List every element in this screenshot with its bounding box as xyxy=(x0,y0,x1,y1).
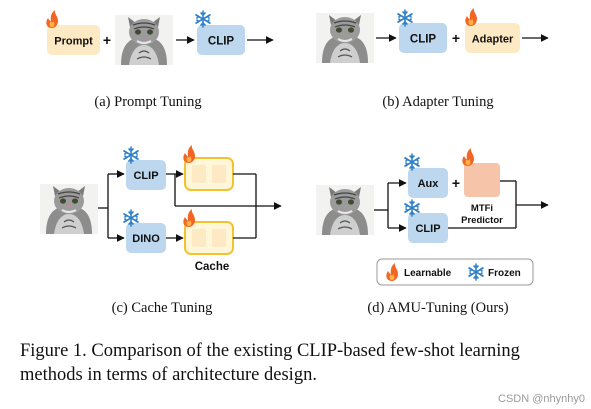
clip-box xyxy=(197,25,245,55)
figure-caption: Figure 1. Comparison of the existing CLI… xyxy=(20,341,520,385)
legend-learnable-label: Learnable xyxy=(404,268,452,279)
adapter-label: Adapter xyxy=(472,34,514,46)
panel-c: CLIP DINO Cache xyxy=(39,145,282,273)
cat-image xyxy=(39,183,99,235)
flame-icon xyxy=(465,8,477,26)
cache-slot xyxy=(192,229,206,247)
clip-box xyxy=(399,23,447,53)
watermark: CSDN @nhynhy0 xyxy=(498,393,585,405)
clip-label: CLIP xyxy=(208,36,235,48)
panel-a-caption: (a) Prompt Tuning xyxy=(94,94,201,110)
panel-a: Prompt + CLIP xyxy=(46,10,274,66)
flame-icon xyxy=(183,145,195,163)
aux-label: Aux xyxy=(418,178,440,190)
legend: Learnable Frozen xyxy=(376,258,534,286)
clip-label: CLIP xyxy=(410,34,437,46)
plus-sign: + xyxy=(452,30,460,46)
cat-image xyxy=(315,184,375,236)
prompt-label: Prompt xyxy=(54,36,93,48)
adapter-box xyxy=(465,23,520,53)
dino-box xyxy=(126,223,166,253)
mtfi-box xyxy=(464,163,500,197)
snowflake-icon xyxy=(404,153,420,171)
legend-frozen-label: Frozen xyxy=(488,268,521,279)
cache-slot xyxy=(212,165,226,183)
panel-d: Aux CLIP + MTFi Predictor Learnable Froz… xyxy=(315,148,549,286)
clip-label: CLIP xyxy=(133,170,158,182)
plus-sign: + xyxy=(103,32,111,48)
prompt-box xyxy=(47,25,100,55)
flame-icon xyxy=(46,10,58,28)
panel-d-caption: (d) AMU-Tuning (Ours) xyxy=(367,300,508,316)
cache-slot xyxy=(192,165,206,183)
clip-label: CLIP xyxy=(415,223,440,235)
panel-b-caption: (b) Adapter Tuning xyxy=(382,94,493,110)
cat-image xyxy=(315,12,375,64)
aux-box xyxy=(408,168,448,198)
legend-frame xyxy=(376,258,534,286)
snowflake-icon xyxy=(195,10,211,28)
flame-icon xyxy=(183,209,195,227)
plus-sign: + xyxy=(452,175,460,191)
cat-image xyxy=(114,14,174,66)
flame-icon xyxy=(462,148,474,166)
mtfi-label-line1: MTFi xyxy=(471,203,493,214)
clip-box xyxy=(408,213,448,243)
cache-label: Cache xyxy=(195,261,230,273)
dino-label: DINO xyxy=(132,233,160,245)
clip-box xyxy=(126,160,166,190)
cache-slot xyxy=(212,229,226,247)
panel-b: CLIP + Adapter xyxy=(315,8,549,64)
mtfi-label-line2: Predictor xyxy=(461,215,503,226)
panel-c-caption: (c) Cache Tuning xyxy=(112,300,213,316)
